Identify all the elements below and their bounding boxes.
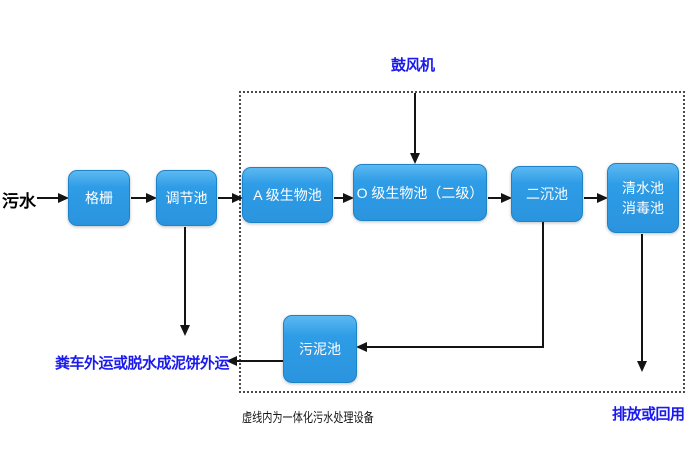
- influent-label: 污水: [2, 192, 36, 211]
- arrow-obio-to-sedimentation-shaft: [488, 197, 502, 199]
- node-o-bio-tank: O 级生物池（二级）: [353, 164, 487, 221]
- arrow-regulating-down-shaft: [184, 227, 186, 326]
- arrow-abio-to-obio-head: [343, 193, 354, 203]
- arrow-sedimentation-to-sludge-vertical: [542, 222, 544, 348]
- node-grating-label: 格栅: [85, 190, 113, 206]
- node-a-bio-tank: A 级生物池: [242, 167, 333, 223]
- arrow-clearwater-down-shaft: [641, 234, 643, 362]
- arrow-blower-to-obio-head: [410, 153, 420, 164]
- arrow-sedimentation-to-sludge-head: [356, 342, 367, 352]
- arrow-sedimentation-to-clearwater-head: [597, 193, 608, 203]
- arrow-regulating-to-abio-shaft: [218, 197, 233, 199]
- node-regulating-tank-label: 调节池: [165, 190, 208, 206]
- node-regulating-tank: 调节池: [156, 170, 217, 226]
- node-grating: 格栅: [68, 170, 130, 226]
- arrow-sedimentation-to-clearwater-shaft: [584, 197, 598, 199]
- node-secondary-sedimentation-tank: 二沉池: [511, 166, 583, 222]
- discharge-reuse-label: 排放或回用: [612, 406, 685, 423]
- node-secondary-sedimentation-tank-label: 二沉池: [526, 186, 568, 202]
- arrow-sludge-to-disposal-head: [226, 356, 237, 366]
- arrow-sedimentation-to-sludge-horizontal: [366, 346, 544, 348]
- arrow-clearwater-down-head: [637, 361, 647, 372]
- integrated-equipment-dashed-box: [239, 91, 685, 393]
- node-sludge-tank-label: 污泥池: [299, 341, 341, 357]
- arrow-regulating-down-head: [180, 325, 190, 336]
- arrow-obio-to-sedimentation-head: [501, 193, 512, 203]
- sludge-disposal-label: 粪车外运或脱水成泥饼外运: [55, 355, 230, 372]
- dashed-box-caption: 虚线内为一体化污水处理设备: [242, 410, 374, 425]
- arrow-grating-to-regulating-head: [146, 193, 157, 203]
- node-clear-water-disinfection-tank: 清水池 消毒池: [607, 163, 679, 233]
- arrow-blower-to-obio-shaft: [414, 93, 416, 154]
- node-clear-water-tank-label-line2: 消毒池: [622, 200, 664, 216]
- node-clear-water-tank-label-line1: 清水池: [622, 180, 664, 196]
- arrow-abio-to-obio-shaft: [334, 197, 344, 199]
- node-o-bio-tank-label: O 级生物池（二级）: [356, 184, 484, 201]
- arrow-sludge-to-disposal-shaft: [237, 360, 283, 362]
- arrow-influent-to-grating-shaft: [37, 197, 58, 199]
- arrow-influent-to-grating-head: [58, 193, 69, 203]
- blower-label: 鼓风机: [391, 57, 435, 74]
- arrow-grating-to-regulating-shaft: [131, 197, 147, 199]
- node-sludge-tank: 污泥池: [283, 315, 357, 383]
- node-a-bio-tank-label: A 级生物池: [253, 187, 322, 203]
- arrow-regulating-to-abio-head: [232, 193, 243, 203]
